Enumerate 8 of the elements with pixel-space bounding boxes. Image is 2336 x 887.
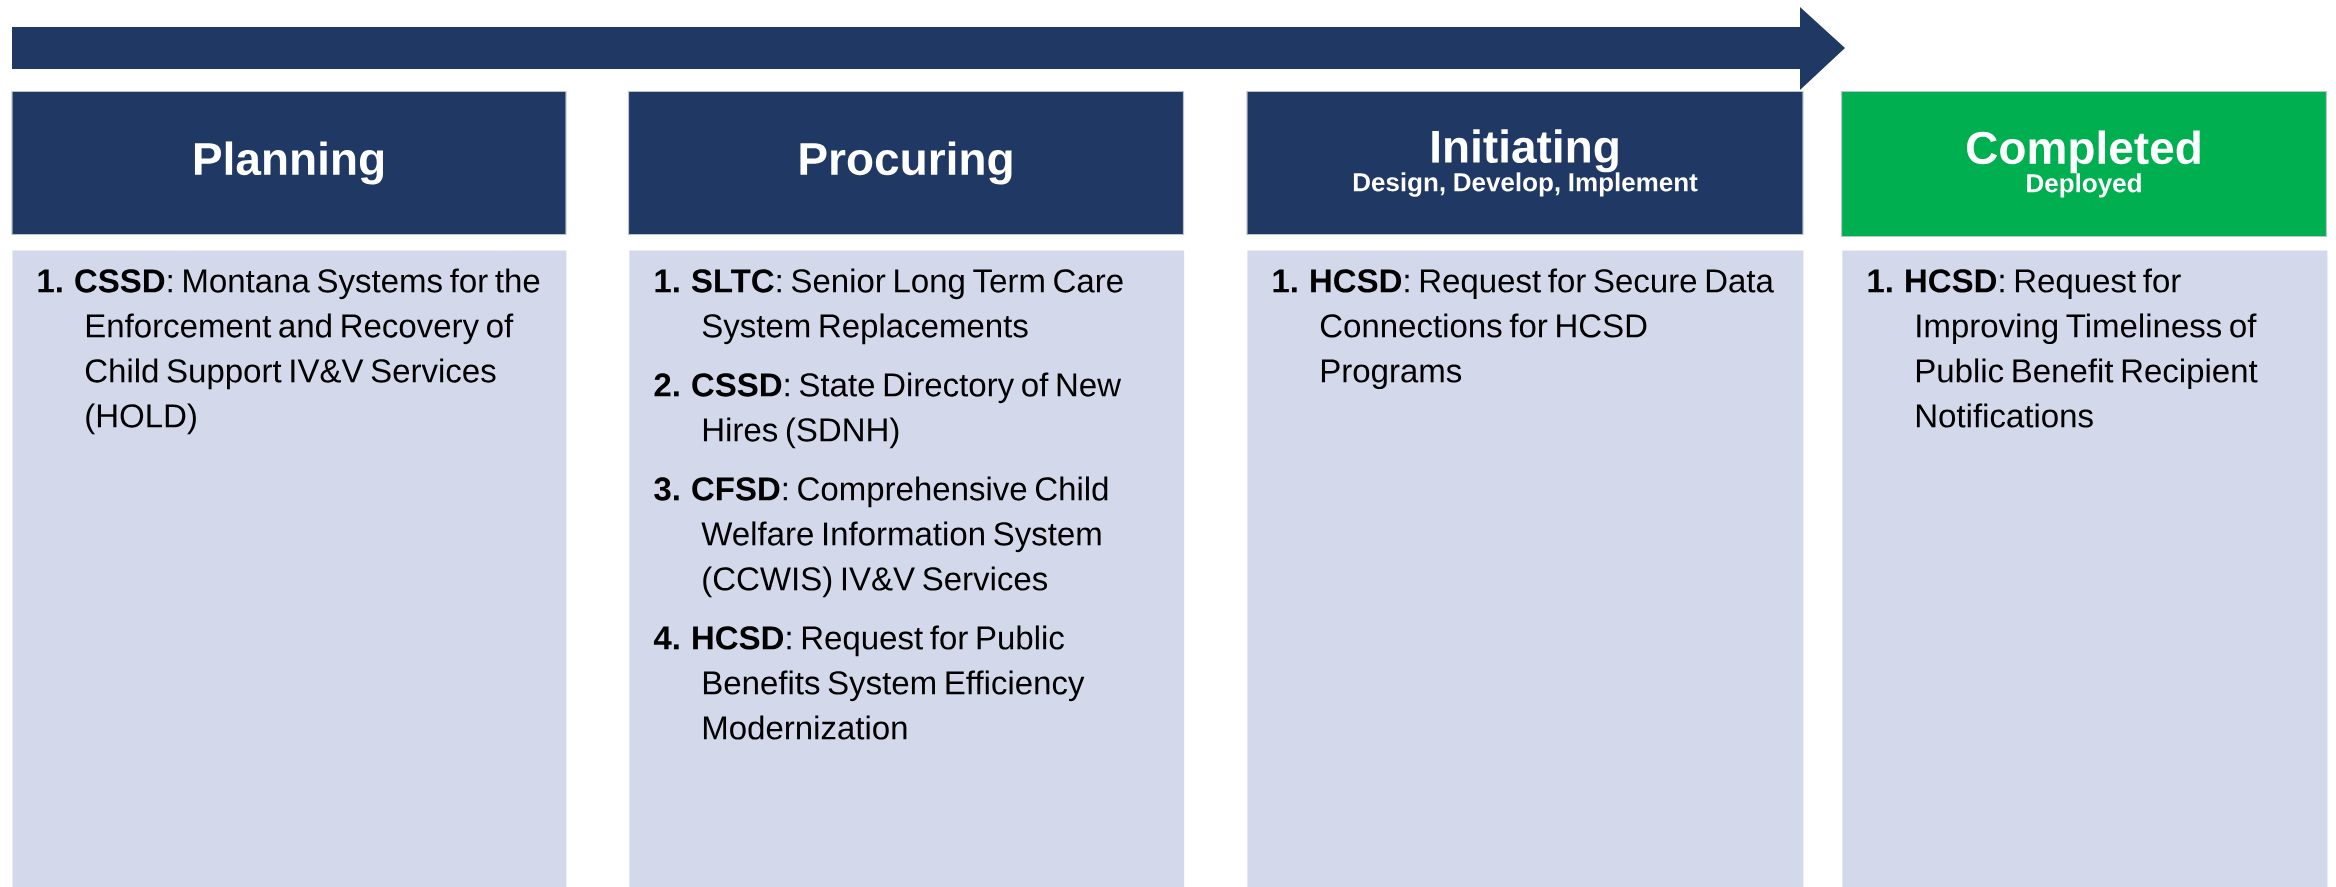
stage-header: Procuring: [627, 90, 1185, 236]
project-list-panel: 1. HCSD: Request for Secure Data Connections for HCSD Programs: [1247, 250, 1804, 887]
project-list-panel: 1. SLTC: Senior Long Term Care System Replacements 2. CSSD: State Directory of New Hires (SDNH) 3. CFSD: Comprehensive Child Welfare Information System (CCWIS) IV&V Services 4. HCSD: Request for Public Benefits System Efficiency Modernization: [629, 250, 1185, 887]
project-list-panel: 1. HCSD: Request for Improving Timeliness of Public Benefit Recipient Notifications: [1842, 250, 2328, 887]
stage-header: Planning: [11, 90, 567, 236]
stage-header: Initiating Design, Develop, Implement: [1246, 90, 1804, 236]
project-list-panel: 1. CSSD: Montana Systems for the Enforcement and Recovery of Child Support IV&V Services (HOLD): [12, 250, 567, 887]
stage-header: Completed Deployed: [1840, 90, 2328, 238]
